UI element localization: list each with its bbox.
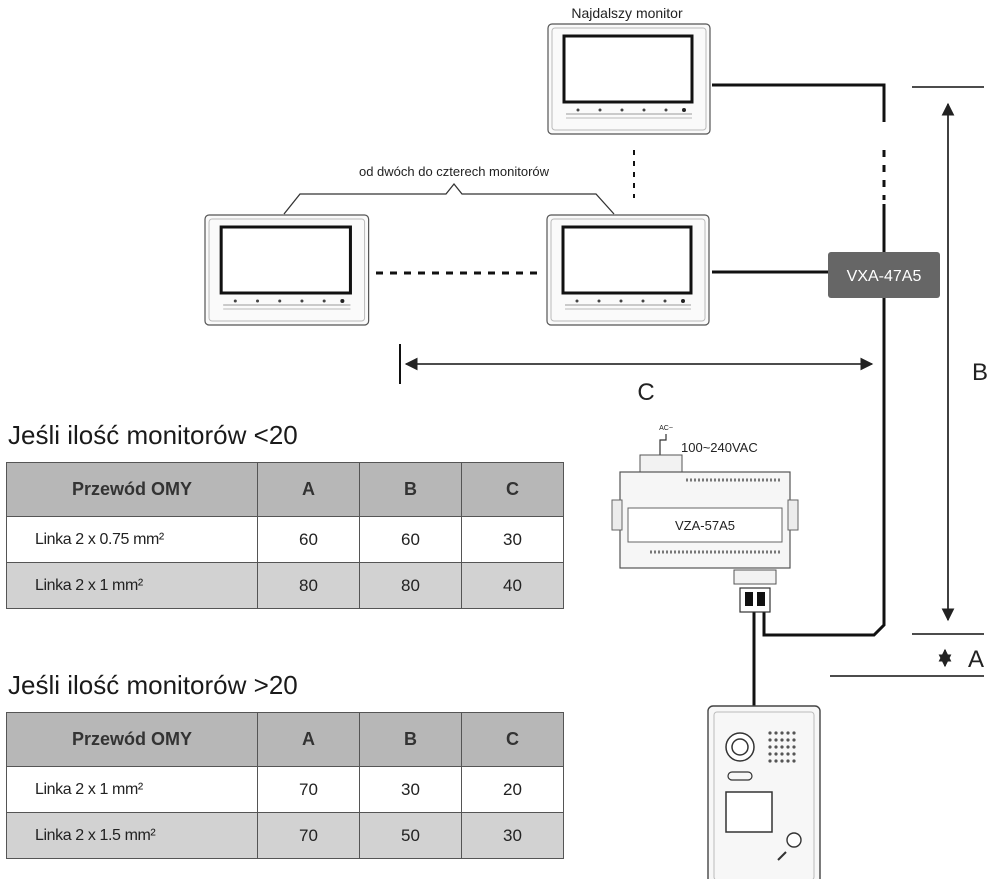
header-a: A	[257, 462, 360, 517]
cable-table-under-20: Przewód OMY A B C Linka 2 x 0.75 mm² 60 …	[6, 462, 564, 609]
header-cable: Przewód OMY	[6, 712, 258, 767]
table-row: Linka 2 x 1.5 mm² 70 50 30	[6, 812, 564, 859]
cell-c: 40	[461, 562, 564, 609]
cell-c: 30	[461, 812, 564, 859]
dimension-a: A	[830, 646, 984, 677]
cable-table-over-20: Przewód OMY A B C Linka 2 x 1 mm² 70 30 …	[6, 712, 564, 859]
header-b: B	[359, 712, 462, 767]
farthest-monitor-label: Najdalszy monitor	[571, 5, 683, 21]
door-station	[707, 705, 821, 879]
cell-b: 30	[359, 766, 462, 813]
header-c: C	[461, 712, 564, 767]
cable-runs	[712, 83, 886, 706]
table-title-under-20: Jeśli ilość monitorów <20	[8, 420, 298, 450]
cell-a: 70	[257, 812, 360, 859]
monitor-group-brace	[283, 182, 615, 215]
header-c: C	[461, 462, 564, 517]
distributor-label: VXA-47A5	[847, 268, 922, 285]
distributor-box: VXA-47A5	[828, 252, 940, 298]
cell-cable: Linka 2 x 1 mm²	[6, 562, 258, 609]
farthest-monitor	[546, 22, 712, 136]
cell-b: 60	[359, 516, 462, 563]
cell-a: 80	[257, 562, 360, 609]
cell-c: 20	[461, 766, 564, 813]
dimension-b-label: B	[972, 359, 988, 386]
power-supply-unit: AC~ 100~240VAC VZA-57A5	[611, 425, 799, 613]
dimension-c: C	[399, 344, 874, 406]
table-header-row: Przewód OMY A B C	[6, 712, 564, 767]
header-b: B	[359, 462, 462, 517]
cell-b: 50	[359, 812, 462, 859]
dimension-b: B	[912, 86, 988, 635]
cell-a: 60	[257, 516, 360, 563]
table-row: Linka 2 x 1 mm² 80 80 40	[6, 562, 564, 609]
monitor-group-label: od dwóch do czterech monitorów	[359, 164, 550, 179]
power-supply-label: VZA-57A5	[675, 518, 735, 533]
table-row: Linka 2 x 1 mm² 70 30 20	[6, 766, 564, 813]
table-title-over-20: Jeśli ilość monitorów >20	[8, 670, 298, 700]
cell-c: 30	[461, 516, 564, 563]
cell-a: 70	[257, 766, 360, 813]
monitor-right	[545, 213, 711, 327]
table-header-row: Przewód OMY A B C	[6, 462, 564, 517]
power-input-label: 100~240VAC	[681, 440, 758, 455]
dimension-c-label: C	[637, 379, 654, 406]
ac-mark: AC~	[659, 425, 673, 432]
dimension-a-label: A	[968, 646, 984, 673]
table-row: Linka 2 x 0.75 mm² 60 60 30	[6, 516, 564, 563]
cell-cable: Linka 2 x 1.5 mm²	[6, 812, 258, 859]
monitor-left	[203, 213, 371, 327]
cell-cable: Linka 2 x 0.75 mm²	[6, 516, 258, 563]
cell-b: 80	[359, 562, 462, 609]
header-cable: Przewód OMY	[6, 462, 258, 517]
cell-cable: Linka 2 x 1 mm²	[6, 766, 258, 813]
header-a: A	[257, 712, 360, 767]
